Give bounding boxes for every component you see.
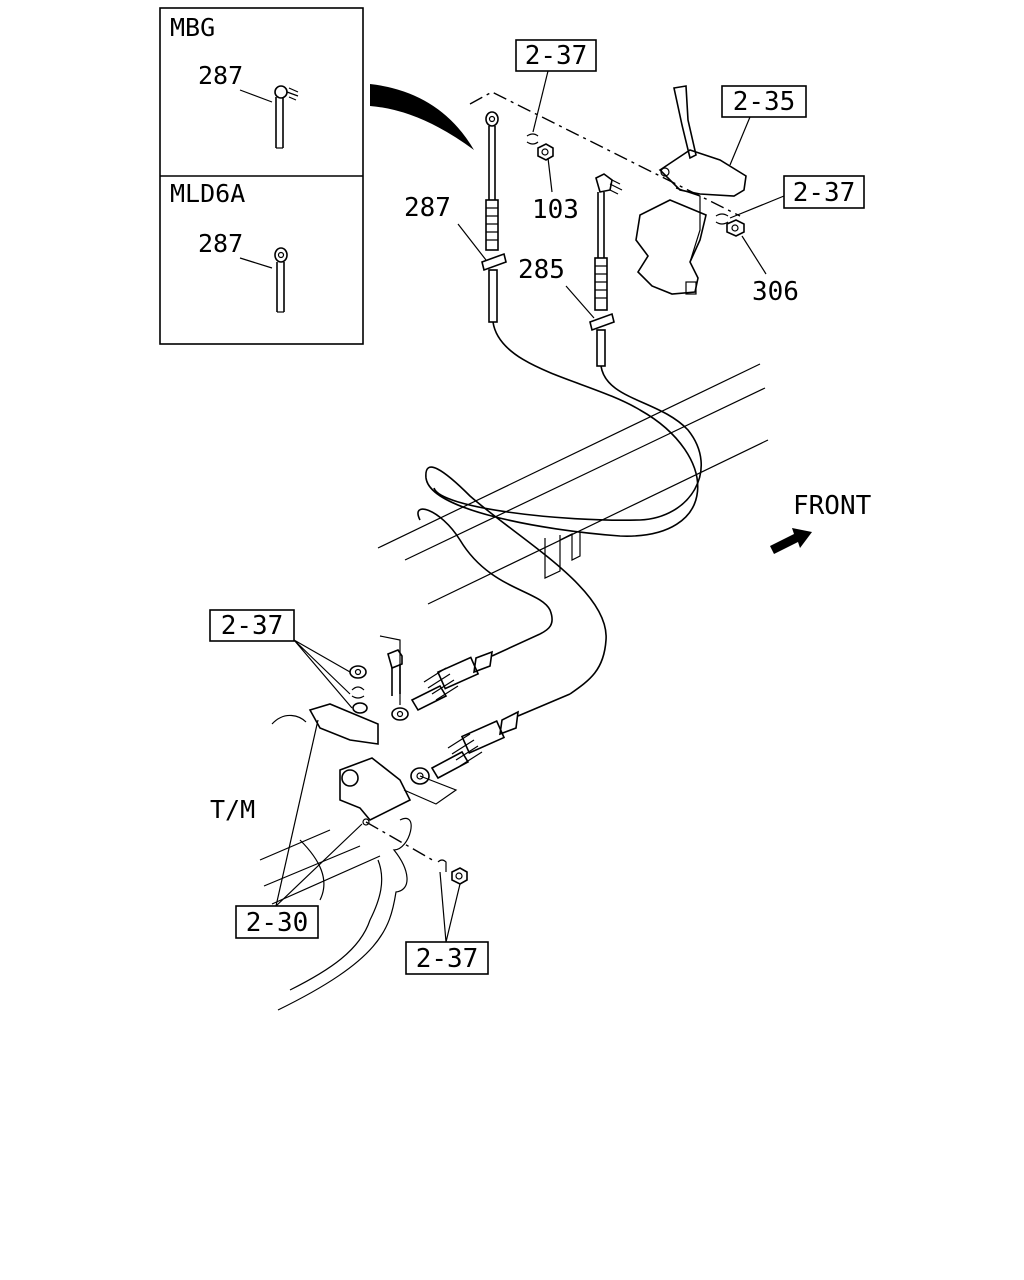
cable-285-upper (589, 173, 623, 367)
cable-287-grommet (481, 252, 507, 272)
front-direction-label: FRONT (793, 491, 872, 521)
bracket-upper (308, 703, 379, 745)
svg-text:2-37: 2-37 (416, 944, 479, 974)
washers-left-icon (349, 665, 368, 714)
cable-285-lower-end (391, 633, 541, 721)
inset-variant-mbg: MBG (170, 13, 215, 42)
cable-287-upper (481, 111, 507, 323)
inset-variant-mld6a: MLD6A (170, 179, 245, 208)
ref-box-bracket[interactable]: 2-30 (235, 905, 319, 939)
label-part-103: 103 (532, 195, 579, 225)
cable-285-lower-eyelet-icon (391, 707, 409, 721)
label-part-287: 287 (404, 193, 451, 223)
frame-rails (377, 363, 769, 605)
label-part-285: 285 (518, 255, 565, 285)
transmission-outline (259, 635, 458, 1011)
inset-part-287-mld6a: 287 (198, 229, 243, 258)
cable-287-lower-eyelet-icon (410, 767, 430, 785)
ref-box-left[interactable]: 2-37 (209, 609, 295, 642)
cable-287-lower-end (410, 693, 571, 785)
cable-285-lower-route (417, 508, 553, 635)
ref-box-bottom[interactable]: 2-37 (405, 941, 489, 975)
cable-285-route (433, 365, 702, 521)
label-transmission: T/M (210, 795, 255, 824)
ref-box-shifter[interactable]: 2-35 (721, 85, 807, 118)
label-part-306: 306 (752, 277, 799, 307)
inset-pointer-arrow (370, 84, 474, 150)
shift-lever (673, 85, 697, 160)
cable-285-end-icon (595, 173, 613, 193)
mount-dashline-shifter (469, 91, 741, 217)
inset-part-287-mbg: 287 (198, 61, 243, 90)
cable-287-route (425, 321, 699, 695)
nut-103-icon (526, 133, 554, 161)
variant-inset: MBG 287 MLD6A 287 (159, 7, 364, 345)
svg-text:2-37: 2-37 (525, 41, 588, 71)
shifter-housing (635, 199, 707, 295)
cable-end-mbg-icon (274, 85, 299, 149)
front-arrow-icon (770, 528, 812, 554)
bracket-lower (339, 757, 412, 821)
mount-dashline-tm (365, 821, 437, 863)
ref-box-top-center[interactable]: 2-37 (515, 39, 597, 72)
svg-text:2-37: 2-37 (221, 611, 284, 641)
nut-tm-icon (437, 859, 468, 885)
ref-box-right[interactable]: 2-37 (783, 175, 865, 209)
cable-287-eyelet-icon (485, 111, 499, 127)
cable-285-grommet (589, 312, 615, 332)
cable-end-mld6a-icon (274, 247, 288, 313)
svg-text:2-30: 2-30 (246, 908, 309, 938)
nut-306-icon (715, 213, 745, 237)
svg-text:2-37: 2-37 (793, 178, 856, 208)
svg-text:2-35: 2-35 (733, 87, 796, 117)
shift-lever-assembly (635, 85, 747, 295)
